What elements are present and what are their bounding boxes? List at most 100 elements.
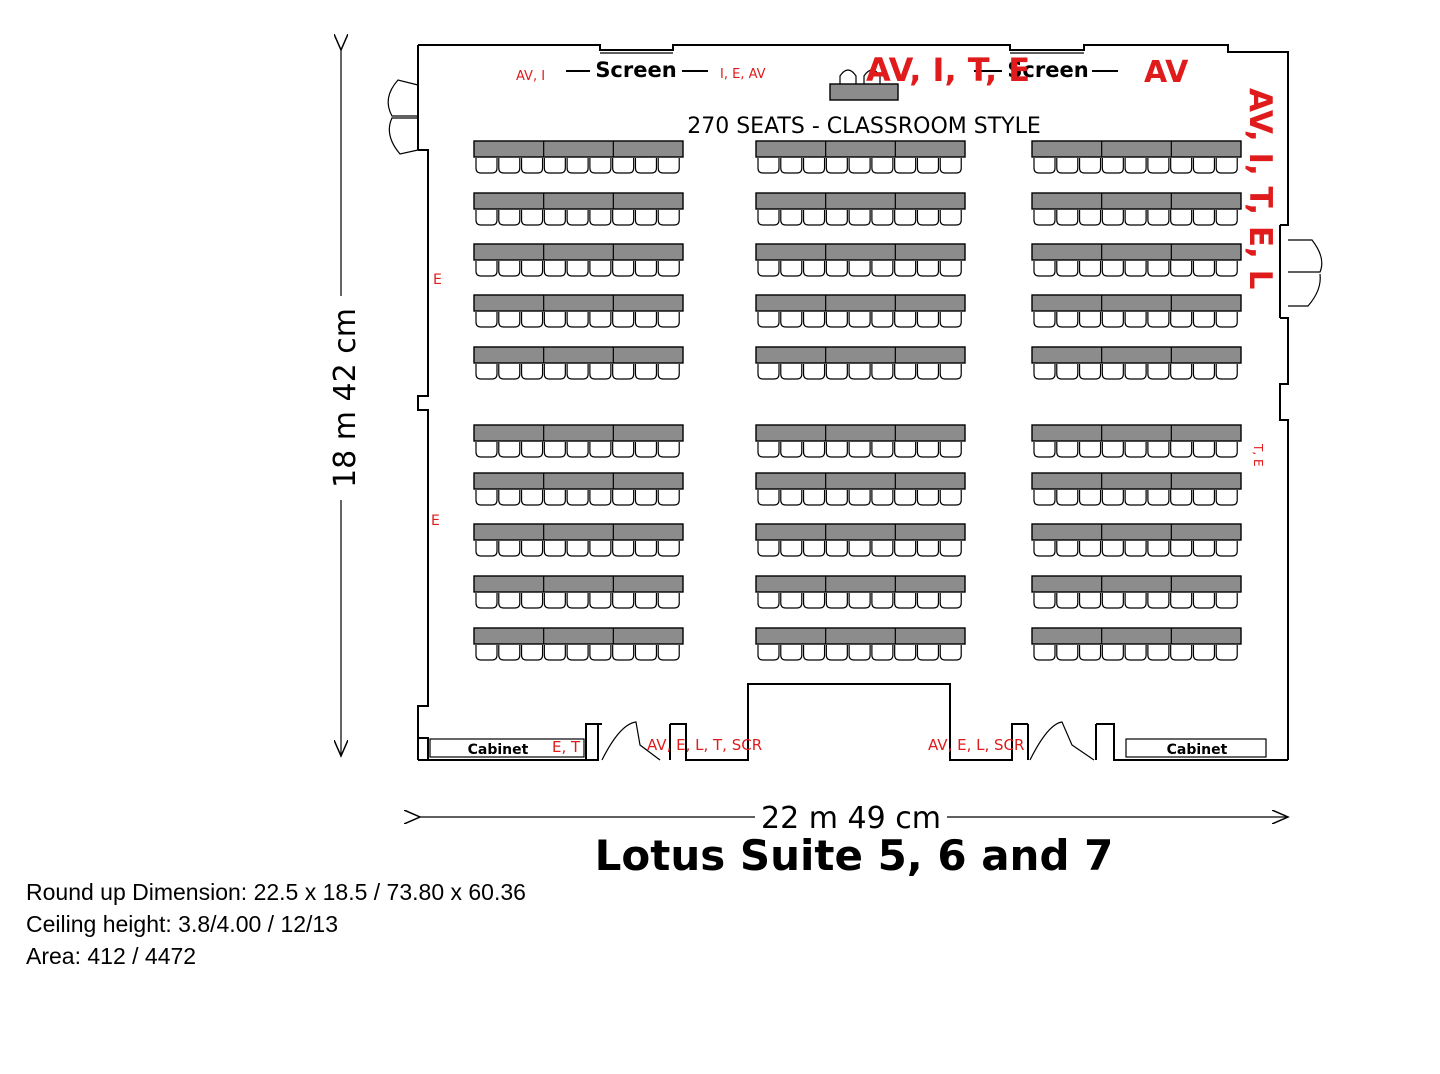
screens: Screen Screen bbox=[566, 58, 1118, 82]
table bbox=[755, 627, 966, 645]
chair bbox=[634, 645, 658, 661]
table bbox=[473, 294, 684, 312]
chair bbox=[1124, 312, 1147, 328]
chair bbox=[825, 645, 848, 661]
chair bbox=[1124, 490, 1147, 506]
chair bbox=[871, 158, 894, 174]
chair bbox=[780, 593, 803, 609]
seating-row bbox=[473, 346, 684, 380]
chair bbox=[871, 442, 894, 458]
seating-row bbox=[1031, 523, 1242, 557]
chair bbox=[1192, 442, 1216, 458]
chair bbox=[1033, 593, 1056, 609]
chair bbox=[1124, 645, 1147, 661]
chair bbox=[498, 364, 521, 380]
chair bbox=[1192, 158, 1216, 174]
chair bbox=[543, 593, 566, 609]
chair bbox=[757, 442, 780, 458]
chair bbox=[543, 210, 566, 226]
chair bbox=[657, 158, 680, 174]
utility-label-right-vertical: AV, I, T, E, L bbox=[1242, 88, 1278, 289]
chair bbox=[612, 158, 635, 174]
chair bbox=[1033, 364, 1056, 380]
table bbox=[473, 472, 684, 490]
room-walls bbox=[417, 44, 1289, 761]
chair bbox=[1147, 541, 1170, 557]
chair bbox=[566, 490, 589, 506]
chair bbox=[1033, 210, 1056, 226]
chair bbox=[498, 261, 521, 277]
seating-row bbox=[755, 627, 966, 661]
chair bbox=[612, 593, 635, 609]
chair bbox=[1033, 645, 1056, 661]
chair bbox=[894, 364, 917, 380]
chair bbox=[566, 210, 589, 226]
chair bbox=[1215, 364, 1238, 380]
chair bbox=[939, 541, 962, 557]
chair bbox=[520, 442, 544, 458]
chair bbox=[1101, 645, 1124, 661]
chair bbox=[1033, 490, 1056, 506]
chair bbox=[916, 210, 940, 226]
chair bbox=[780, 158, 803, 174]
dimension-vertical: 18 m 42 cm bbox=[328, 50, 363, 756]
chair bbox=[825, 312, 848, 328]
chair bbox=[498, 312, 521, 328]
seating-row bbox=[1031, 294, 1242, 328]
chair bbox=[939, 261, 962, 277]
chair bbox=[1101, 442, 1124, 458]
chair bbox=[612, 261, 635, 277]
chair bbox=[520, 490, 544, 506]
chair bbox=[1147, 442, 1170, 458]
chair bbox=[1056, 593, 1079, 609]
chair bbox=[1056, 158, 1079, 174]
chair bbox=[543, 158, 566, 174]
chair bbox=[825, 261, 848, 277]
table bbox=[1031, 575, 1242, 593]
chair bbox=[825, 442, 848, 458]
chair bbox=[1078, 541, 1102, 557]
chair bbox=[848, 645, 871, 661]
chair bbox=[1101, 364, 1124, 380]
dimension-height-label: 18 m 42 cm bbox=[328, 308, 363, 488]
chair bbox=[871, 541, 894, 557]
podium bbox=[829, 69, 899, 101]
chair bbox=[939, 645, 962, 661]
chair bbox=[657, 210, 680, 226]
table bbox=[473, 424, 684, 442]
chair bbox=[1192, 261, 1216, 277]
chair bbox=[1078, 490, 1102, 506]
chair bbox=[757, 210, 780, 226]
floor-plan: Cabinet Cabinet Screen Screen 270 SEATS … bbox=[328, 0, 1323, 880]
chair bbox=[498, 541, 521, 557]
table bbox=[473, 346, 684, 364]
seating-row bbox=[1031, 346, 1242, 380]
chair bbox=[1147, 364, 1170, 380]
chair bbox=[1033, 312, 1056, 328]
chair bbox=[1124, 364, 1147, 380]
seating-row bbox=[755, 424, 966, 458]
table bbox=[473, 243, 684, 261]
chair bbox=[498, 645, 521, 661]
table bbox=[473, 523, 684, 541]
seating-row bbox=[1031, 192, 1242, 226]
chair bbox=[475, 261, 498, 277]
chair bbox=[939, 158, 962, 174]
chair bbox=[543, 442, 566, 458]
table bbox=[473, 627, 684, 645]
chair bbox=[612, 210, 635, 226]
chair bbox=[894, 261, 917, 277]
chair bbox=[757, 364, 780, 380]
chair bbox=[589, 364, 612, 380]
table bbox=[1031, 472, 1242, 490]
seating-row bbox=[473, 424, 684, 458]
seating-row bbox=[755, 192, 966, 226]
chair bbox=[916, 645, 940, 661]
ceiling-height: Ceiling height: 3.8/4.00 / 12/13 bbox=[26, 911, 339, 937]
chair bbox=[566, 158, 589, 174]
seating-row bbox=[473, 140, 684, 174]
chair bbox=[1033, 442, 1056, 458]
chair bbox=[1192, 541, 1216, 557]
chair bbox=[1101, 210, 1124, 226]
chair bbox=[589, 645, 612, 661]
